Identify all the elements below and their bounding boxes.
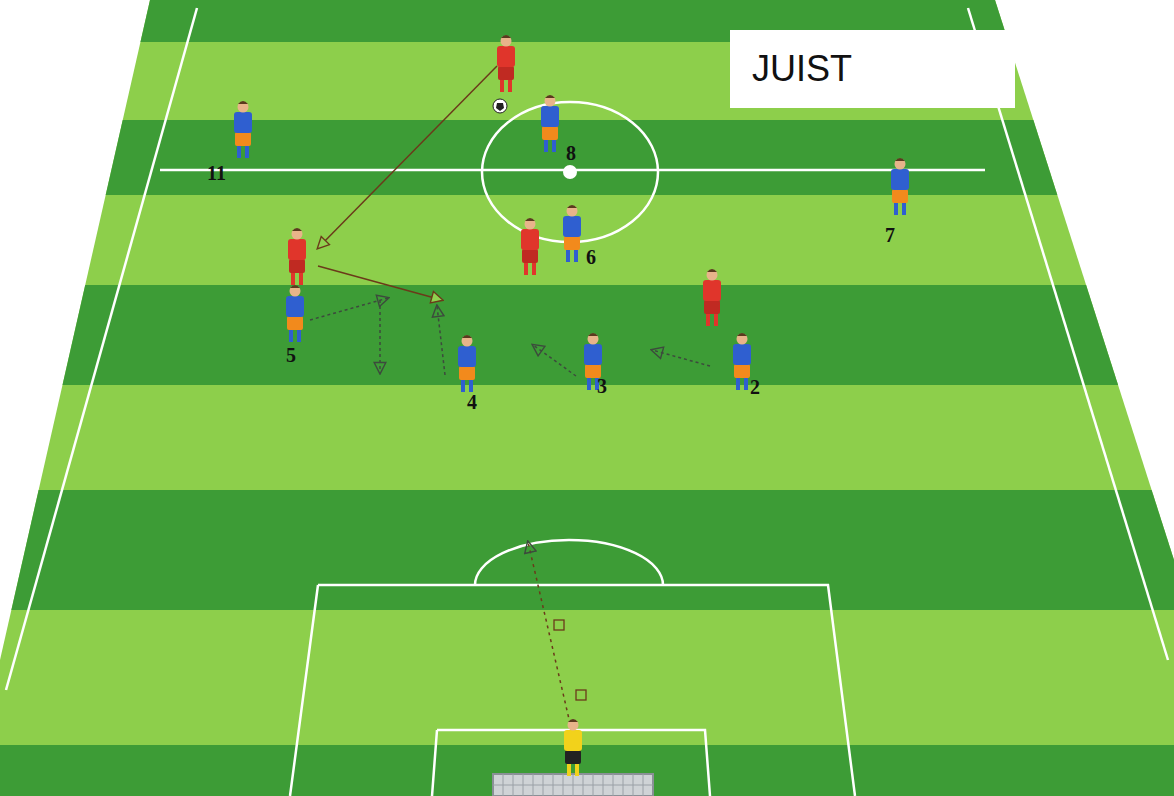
caption-text: JUIST (752, 51, 1015, 87)
centre-spot (563, 165, 577, 179)
ball (493, 99, 507, 113)
player-figure (497, 35, 515, 92)
player-number: 4 (467, 392, 477, 412)
player-figure (458, 335, 476, 392)
player-number: 5 (286, 345, 296, 365)
player-figure (288, 228, 306, 285)
player-figure (733, 333, 751, 390)
player-number: 8 (566, 143, 576, 163)
player-figure (541, 95, 559, 152)
player-number: 3 (597, 376, 607, 396)
players (234, 35, 909, 776)
goal (493, 774, 653, 796)
player-figure (563, 205, 581, 262)
player-figure (234, 101, 252, 158)
player-figure (703, 269, 721, 326)
movement-arrows (310, 66, 710, 758)
player-figure (286, 285, 304, 342)
caption-box: JUIST (730, 30, 1015, 108)
player-figure (564, 719, 582, 776)
player-figure (891, 158, 909, 215)
player-number: 6 (586, 247, 596, 267)
player-number: 7 (885, 225, 895, 245)
player-number: 11 (207, 163, 226, 183)
player-number: 2 (750, 377, 760, 397)
player-figure (521, 218, 539, 275)
pitch-lines (6, 8, 1168, 796)
